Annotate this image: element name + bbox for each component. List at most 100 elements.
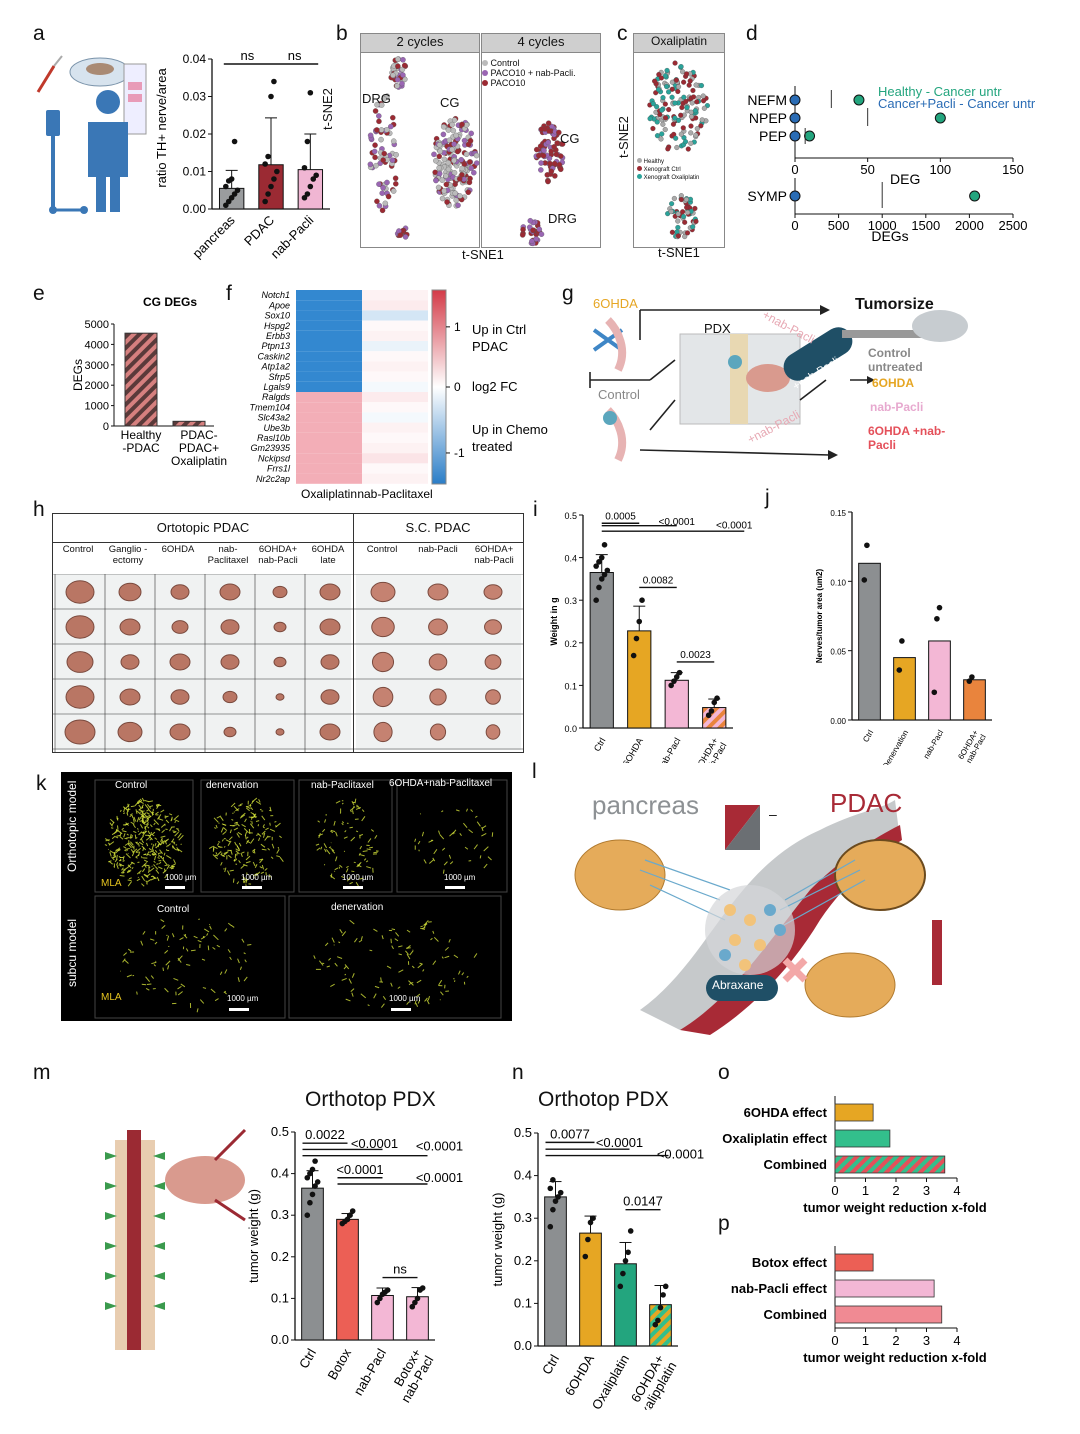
nerve-fiber — [329, 874, 336, 880]
nerve-fiber — [173, 815, 179, 821]
nerve-fiber — [335, 831, 338, 837]
column-label: nab-Paclitaxel — [357, 487, 432, 501]
nerve-fiber — [174, 820, 177, 823]
y-tick-label: 0.15 — [830, 509, 846, 518]
nerve-fiber — [127, 864, 132, 869]
h-col-label: Control — [62, 544, 94, 555]
nerve-fiber — [355, 830, 359, 833]
nerve-fiber — [366, 866, 372, 869]
nerve-fiber — [247, 944, 252, 946]
heat-cell — [296, 351, 362, 362]
nerve-fiber — [279, 856, 284, 863]
nerve-fiber — [318, 960, 324, 966]
tsne-point — [700, 98, 707, 104]
nerve-fiber — [362, 850, 368, 852]
dot-healthy — [853, 94, 865, 106]
significance-label: <0.0001 — [657, 1147, 704, 1162]
k-col-denervation: denervation — [206, 780, 259, 791]
tumor — [320, 654, 340, 670]
tsne-point — [450, 127, 457, 134]
tsne-point — [392, 175, 399, 181]
category-label: Botox effect — [752, 1255, 828, 1270]
heat-cell — [362, 290, 428, 301]
data-point — [547, 1223, 554, 1230]
gene-label: Hspg2 — [264, 321, 290, 331]
tumor — [373, 721, 393, 743]
nerve-fiber — [349, 881, 353, 885]
nerve-fiber — [244, 831, 248, 836]
data-point — [936, 604, 943, 611]
significance-label: 0.0005 — [605, 511, 636, 522]
tsne-point — [436, 165, 442, 171]
tsne-point — [459, 165, 465, 172]
nerve-fiber — [180, 843, 182, 846]
nerve-fiber — [164, 949, 169, 954]
nerve-fiber — [140, 940, 144, 946]
tsne-point — [439, 177, 445, 183]
nerve-fiber — [223, 990, 227, 993]
nerve-fiber — [391, 945, 394, 950]
nerve-fiber — [239, 803, 243, 806]
tsne-point — [682, 219, 688, 225]
tsne-point — [548, 148, 554, 155]
data-point — [307, 89, 314, 96]
tsne-point — [688, 140, 694, 146]
nerve-fiber — [323, 843, 327, 849]
tsne-c-xlabel: t-SNE1 — [658, 245, 700, 260]
nerve-fiber — [326, 965, 331, 968]
tsne-c-points — [647, 60, 710, 240]
nerve-fiber — [360, 993, 367, 999]
nerve-fiber — [171, 933, 175, 938]
nerve-fiber — [139, 835, 145, 841]
tsne-point — [669, 201, 675, 207]
tsne-point — [678, 64, 684, 70]
heat-cell — [296, 361, 362, 372]
nerve-fiber — [154, 842, 157, 847]
nerve-fiber — [322, 828, 326, 833]
tsne-point — [435, 184, 442, 191]
nerve-fiber — [175, 848, 179, 851]
significance-label: <0.0001 — [351, 1136, 398, 1151]
data-point — [633, 635, 640, 642]
nerve-fiber — [143, 823, 149, 829]
nerve-fiber — [241, 851, 245, 854]
nerve-fiber — [227, 854, 232, 859]
tsne-point — [690, 224, 696, 230]
nerve-fiber — [132, 824, 136, 829]
nerve-fiber — [213, 846, 218, 850]
tumor — [429, 723, 447, 741]
tsne-b-left — [360, 52, 480, 248]
tsne-point — [669, 79, 675, 85]
heat-cell — [296, 473, 362, 484]
tumor — [275, 728, 285, 736]
nerve-fiber — [330, 830, 334, 834]
y-tick-label: 0.04 — [183, 52, 207, 66]
nerve-fiber — [214, 827, 217, 829]
h-col-label: 6OHDA+ nab-Pacli — [474, 544, 514, 566]
scale-bar — [343, 886, 363, 889]
tsne-point — [527, 217, 534, 224]
heat-cell — [362, 473, 428, 484]
tsne-b-right — [481, 52, 601, 248]
nerve-fiber — [160, 919, 165, 923]
tsne-point — [681, 79, 687, 85]
data-point — [625, 1249, 631, 1256]
nerve-fiber — [146, 812, 150, 815]
nerve-fiber — [355, 882, 359, 887]
tsne-point — [688, 130, 694, 136]
nerve-fiber — [251, 816, 253, 820]
nerve-fiber — [278, 835, 282, 839]
nerve-fiber — [261, 830, 266, 835]
tsne-point — [445, 159, 452, 166]
tsne-point — [655, 87, 662, 93]
data-point — [301, 194, 308, 201]
tsne-point — [659, 107, 665, 113]
nerve-fiber — [174, 819, 180, 823]
heat-cell — [362, 341, 428, 352]
data-point — [622, 1258, 629, 1264]
nerve-fiber — [154, 811, 159, 815]
nerve-fiber — [123, 812, 126, 815]
tsne-point — [683, 98, 689, 105]
